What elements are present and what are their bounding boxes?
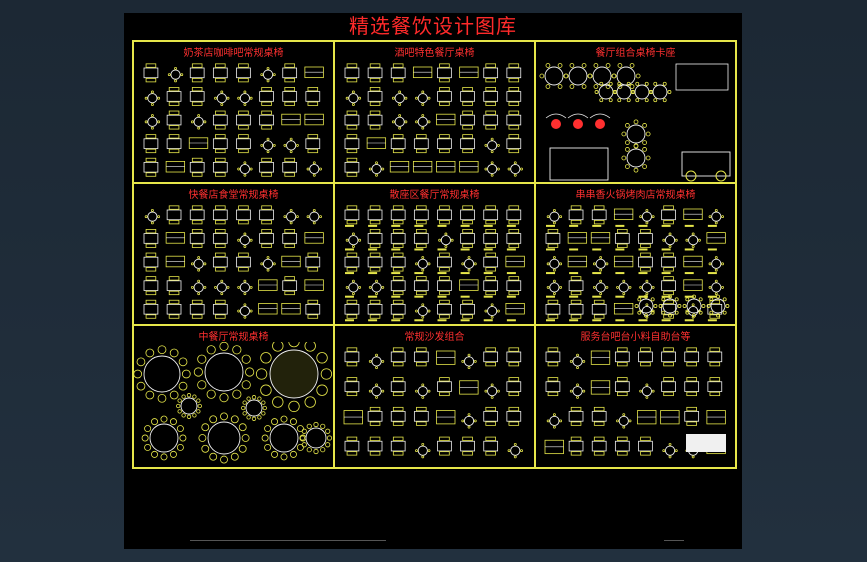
panel-title: 酒吧特色餐厅桌椅 bbox=[394, 48, 475, 59]
panel-5[interactable]: 散座区餐厅常规桌椅 bbox=[334, 183, 535, 325]
furniture-symbols bbox=[539, 63, 731, 182]
furniture-symbols bbox=[344, 205, 525, 322]
panel-title: 奶茶店咖啡吧常规桌椅 bbox=[183, 48, 284, 59]
furniture-symbols bbox=[344, 63, 523, 177]
panel-8[interactable]: 常规沙发组合 bbox=[334, 325, 535, 468]
panel-title: 快餐店食堂常规桌椅 bbox=[188, 190, 279, 201]
panel-3[interactable]: 餐厅组合桌椅卡座 bbox=[535, 41, 736, 183]
panel-title: 餐厅组合桌椅卡座 bbox=[595, 48, 676, 59]
panel-title: 服务台吧台小料自助台等 bbox=[580, 332, 691, 343]
panel-2[interactable]: 酒吧特色餐厅桌椅 bbox=[334, 41, 535, 183]
furniture-symbols bbox=[343, 347, 523, 459]
panel-title: 串串香火锅烤肉店常规桌椅 bbox=[575, 190, 696, 201]
panel-title: 中餐厅常规桌椅 bbox=[198, 332, 269, 343]
panel-title: 常规沙发组合 bbox=[404, 332, 465, 343]
furniture-symbols bbox=[544, 347, 726, 459]
sheet-border-line bbox=[664, 540, 684, 541]
panel-7[interactable]: 中餐厅常规桌椅 bbox=[133, 325, 334, 468]
panel-title: 散座区餐厅常规桌椅 bbox=[389, 190, 480, 201]
furniture-symbols bbox=[143, 205, 324, 319]
sheet-border-line bbox=[190, 540, 386, 541]
panel-1[interactable]: 奶茶店咖啡吧常规桌椅 bbox=[133, 41, 334, 183]
drawing-sheet[interactable]: 精选餐饮设计图库 奶茶店咖啡吧常规桌椅 酒吧特色餐厅桌椅 餐厅组合桌椅卡座快餐店食堂… bbox=[124, 13, 742, 549]
panel-9[interactable]: 服务台吧台小料自助台等 bbox=[535, 325, 736, 468]
furniture-symbols bbox=[143, 63, 324, 177]
sheet-title: 精选餐饮设计图库 bbox=[349, 14, 517, 38]
furniture-symbols bbox=[545, 205, 730, 322]
panel-6[interactable]: 串串香火锅烤肉店常规桌椅 bbox=[535, 183, 736, 325]
furniture-library-grid: 奶茶店咖啡吧常规桌椅 酒吧特色餐厅桌椅 餐厅组合桌椅卡座快餐店食堂常规桌椅 散座区餐厅… bbox=[132, 40, 737, 469]
panel-4[interactable]: 快餐店食堂常规桌椅 bbox=[133, 183, 334, 325]
furniture-symbols bbox=[134, 342, 333, 464]
